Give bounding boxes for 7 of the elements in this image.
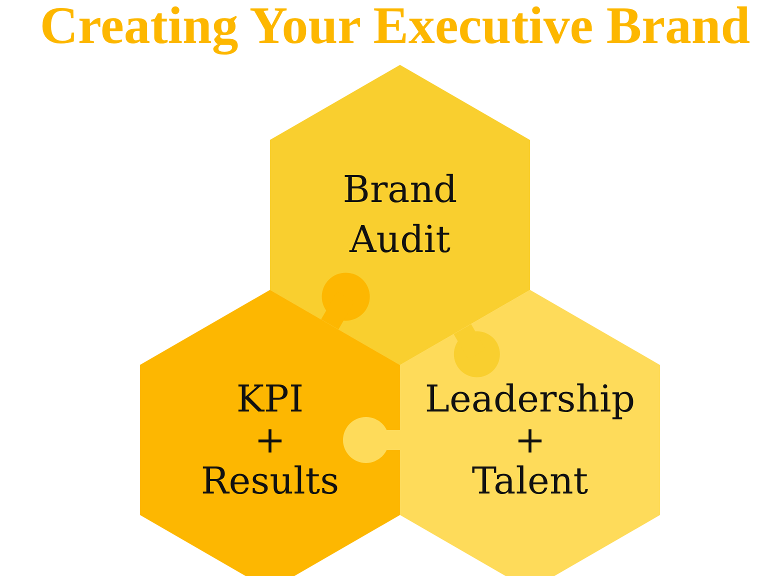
- title: Creating Your Executive Brand: [40, 0, 750, 53]
- hexagon-puzzle-piece: [343, 289, 660, 576]
- piece-label: KPI + Results: [200, 378, 340, 502]
- piece-label: Brand Audit: [342, 167, 458, 263]
- hexagon-puzzle-piece: [140, 272, 400, 576]
- hexagon-puzzle-piece: [270, 64, 530, 378]
- piece-label: Leadership + Talent: [424, 378, 636, 502]
